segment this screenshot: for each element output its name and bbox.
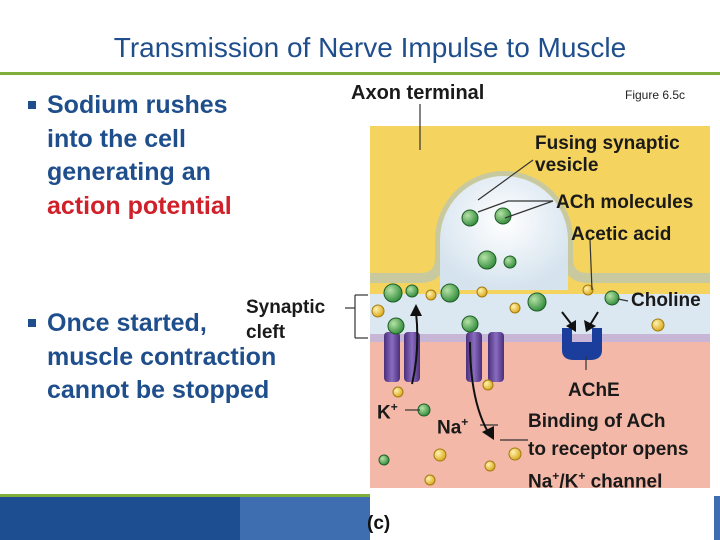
label-binding-line1: Binding of ACh (528, 411, 666, 432)
label-potassium-base: K (377, 402, 391, 424)
label-axon-terminal: Axon terminal (351, 82, 485, 104)
footer-bar-decor (0, 494, 720, 540)
label-sodium-base: Na (437, 417, 462, 439)
label-choline: Choline (631, 290, 701, 311)
flow-arrows (410, 304, 599, 440)
bullet-sodium-text: Sodium rushes into the cell generating a… (47, 89, 277, 223)
label-binding-k: /K (559, 471, 579, 493)
ion-channel-left (384, 332, 420, 382)
label-ache: AChE (568, 380, 620, 401)
label-ach-molecules: ACh molecules (556, 192, 694, 213)
label-sodium: Na+ (437, 411, 468, 439)
label-binding-line3: Na+/K+ channel (528, 465, 662, 493)
label-cleft: cleft (246, 322, 286, 343)
label-potassium: K+ (377, 396, 398, 424)
label-sodium-charge: + (461, 415, 469, 429)
slide-title: Transmission of Nerve Impulse to Muscle (113, 32, 627, 63)
leader-lines (345, 104, 629, 441)
label-potassium-charge: + (390, 400, 398, 414)
bullet-sodium-highlight: action potential (47, 191, 232, 220)
label-synaptic: Synaptic (246, 297, 326, 318)
bullet-square-icon (28, 319, 36, 327)
title-underline (0, 72, 720, 75)
label-binding-na-charge: + (552, 469, 560, 483)
label-binding-channel: channel (590, 471, 663, 493)
choline-molecules (371, 284, 665, 486)
bullet-square-icon (28, 101, 36, 109)
bullet-contraction-text: Once started, muscle contraction cannot … (47, 309, 277, 404)
label-binding-line2: to receptor opens (528, 439, 689, 460)
label-binding-na: Na (528, 471, 553, 493)
bullet-sodium-plain: Sodium rushes into the cell generating a… (47, 91, 228, 186)
ache-receptor (562, 328, 602, 360)
label-acetic-acid: Acetic acid (571, 224, 672, 245)
fusing-vesicle-shape (440, 176, 568, 290)
figure-reference: Figure 6.5c (625, 88, 686, 102)
ach-molecules (378, 207, 620, 466)
figure-caption: (c) (367, 513, 391, 534)
label-binding-k-charge: + (578, 469, 586, 483)
label-fusing-vesicle: Fusing synaptic vesicle (535, 133, 680, 176)
